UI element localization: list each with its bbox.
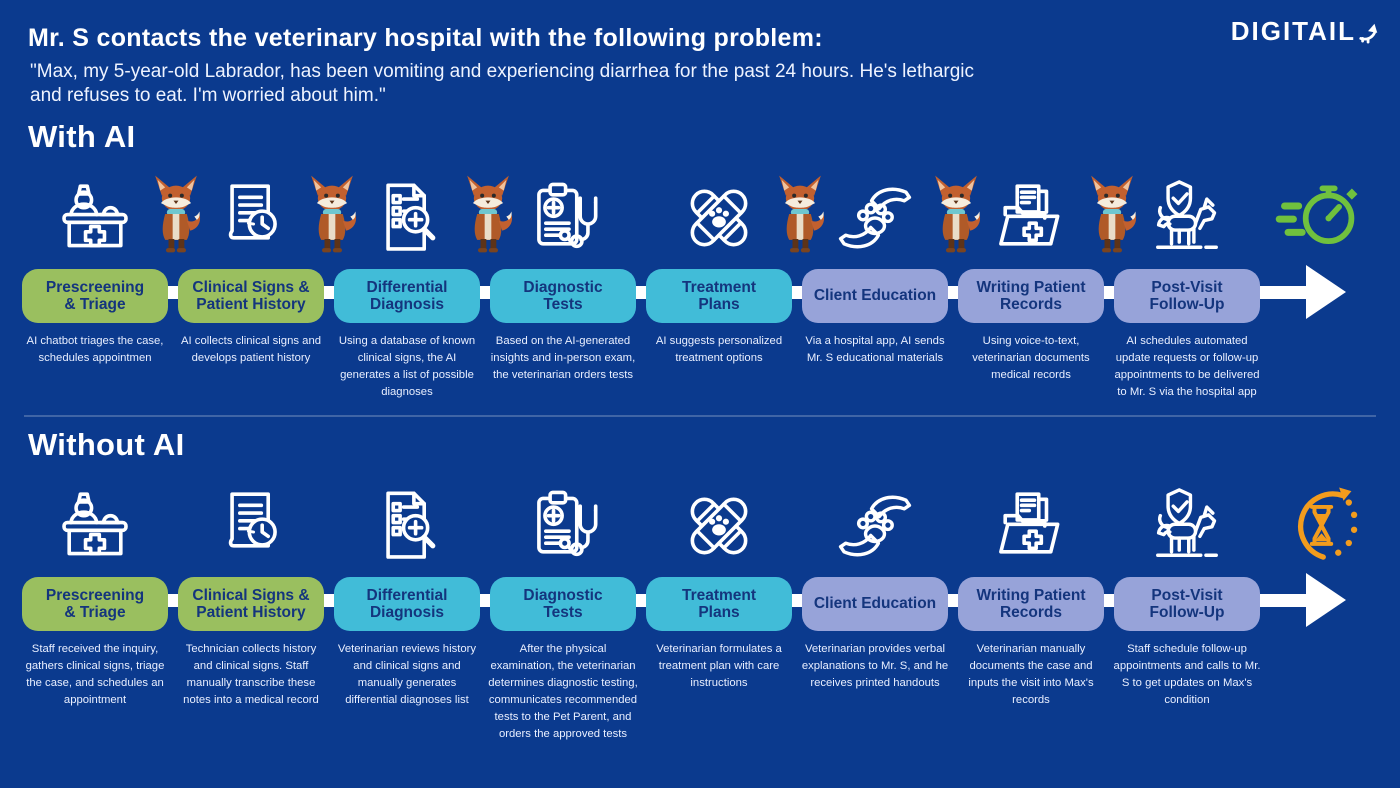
fox-mascot xyxy=(155,175,201,253)
step-post-visit-followup: Post-Visit Follow-Up AI schedules automa… xyxy=(1114,157,1260,401)
step-differential-diagnosis: Differential Diagnosis Veterinarian revi… xyxy=(334,465,480,743)
section-without-ai-title: Without AI xyxy=(28,426,185,462)
dog-shield-check-icon xyxy=(1156,488,1218,557)
step-post-visit-followup: Post-Visit Follow-Up Staff schedule foll… xyxy=(1114,465,1260,743)
fox-mascot xyxy=(311,175,357,253)
step-pill: Writing Patient Records xyxy=(958,269,1104,324)
step-description: Via a hospital app, AI sends Mr. S educa… xyxy=(805,335,945,365)
fox-mascot xyxy=(779,175,825,253)
without-ai-steps: Prescreening & Triage Staff received the… xyxy=(22,465,1378,743)
step-description: Staff schedule follow-up appointments an… xyxy=(1113,642,1261,706)
step-description: AI suggests personalized treatment optio… xyxy=(655,335,783,365)
clipboard-stethoscope-icon xyxy=(537,182,598,249)
step-description: After the physical examination, the vete… xyxy=(488,642,638,740)
step-pill: Prescreening & Triage xyxy=(22,576,168,631)
step-pill: Post-Visit Follow-Up xyxy=(1114,576,1260,631)
step-pill: Clinical Signs & Patient History xyxy=(178,576,324,631)
medical-records-folder-icon xyxy=(999,184,1060,246)
step-client-education: Client Education Veterinarian provides v… xyxy=(802,465,948,743)
step-description: Using voice-to-text, veterinarian docume… xyxy=(972,335,1090,381)
with-ai-steps: Prescreening & Triage AI chatbot triages… xyxy=(22,157,1378,401)
fast-stopwatch-icon xyxy=(1274,169,1362,257)
step-treatment-plans: Treatment Plans AI suggests personalized… xyxy=(646,157,825,401)
clipboard-stethoscope-icon xyxy=(537,490,598,557)
checklist-magnifier-icon xyxy=(364,175,450,261)
step-description: AI chatbot triages the case, schedules a… xyxy=(26,335,164,365)
step-writing-records: Writing Patient Records Using voice-to-t… xyxy=(958,157,1137,401)
client-quote: "Max, my 5-year-old Labrador, has been v… xyxy=(30,60,974,107)
step-pill: Clinical Signs & Patient History xyxy=(178,269,324,324)
with-ai-timeline: Prescreening & Triage AI chatbot triages… xyxy=(22,157,1378,401)
step-description: Veterinarian provides verbal explanation… xyxy=(801,642,949,689)
step-diagnostic-tests: Diagnostic Tests Based on the AI-generat… xyxy=(490,157,636,401)
step-clinical-signs: Clinical Signs & Patient History Technic… xyxy=(178,465,324,743)
reception-desk-icon xyxy=(62,492,128,556)
bandages-paw-icon xyxy=(685,492,753,560)
step-pill: Differential Diagnosis xyxy=(334,269,480,324)
step-pill: Client Education xyxy=(802,269,948,324)
reception-desk-icon xyxy=(62,184,128,248)
step-pill: Post-Visit Follow-Up xyxy=(1114,269,1260,324)
step-client-education: Client Education Via a hospital app, AI … xyxy=(802,157,981,401)
step-pill: Diagnostic Tests xyxy=(490,269,636,324)
medical-records-folder-icon xyxy=(999,492,1060,554)
section-divider xyxy=(24,414,1376,417)
step-pill: Prescreening & Triage xyxy=(22,269,168,324)
fox-mascot xyxy=(467,175,513,253)
step-description: Veterinarian manually documents the case… xyxy=(968,642,1094,706)
step-differential-diagnosis: Differential Diagnosis Using a database … xyxy=(334,157,513,401)
step-description: Veterinarian reviews history and clinica… xyxy=(337,642,477,706)
step-writing-records: Writing Patient Records Veterinarian man… xyxy=(958,465,1104,743)
logo-dog-tail-icon xyxy=(1359,21,1379,43)
logo-text: DIGITAIL xyxy=(1230,16,1356,46)
step-pill: Diagnostic Tests xyxy=(490,576,636,631)
step-prescreening-triage: Prescreening & Triage Staff received the… xyxy=(22,465,168,743)
step-description: AI schedules automated update requests o… xyxy=(1114,335,1260,398)
timeline-arrowhead-icon xyxy=(1306,572,1346,627)
dog-shield-check-icon xyxy=(1156,180,1218,250)
step-prescreening-triage: Prescreening & Triage AI chatbot triages… xyxy=(22,157,201,401)
step-pill: Treatment Plans xyxy=(646,576,792,631)
step-description: Based on the AI-generated insights and i… xyxy=(490,335,636,381)
step-pill: Differential Diagnosis xyxy=(334,576,480,631)
step-diagnostic-tests: Diagnostic Tests After the physical exam… xyxy=(488,465,638,743)
step-pill: Treatment Plans xyxy=(646,269,792,324)
fox-mascot xyxy=(1091,175,1137,253)
section-without-ai: Without AI Prescreening & Triage Staff r… xyxy=(0,427,1400,743)
step-clinical-signs: Clinical Signs & Patient History AI coll… xyxy=(178,157,357,401)
page-title: Mr. S contacts the veterinary hospital w… xyxy=(28,24,823,52)
step-pill: Client Education xyxy=(802,576,948,631)
checklist-magnifier-icon xyxy=(364,483,450,569)
section-with-ai-title: With AI xyxy=(28,119,136,155)
step-description: AI collects clinical signs and develops … xyxy=(180,335,322,365)
document-history-clock-icon xyxy=(228,492,277,548)
timeline-arrowhead-icon xyxy=(1306,265,1346,320)
step-pill: Writing Patient Records xyxy=(958,576,1104,631)
hands-paw-icon xyxy=(838,187,912,249)
document-history-clock-icon xyxy=(228,184,277,240)
slow-hourglass-icon xyxy=(1274,477,1362,565)
step-description: Technician collects history and clinical… xyxy=(183,642,319,706)
step-description: Staff received the inquiry, gathers clin… xyxy=(25,642,165,706)
section-with-ai: With AI Prescreening & Triage AI chatbot… xyxy=(0,119,1400,401)
without-ai-timeline: Prescreening & Triage Staff received the… xyxy=(22,465,1378,743)
digitail-logo: DIGITAIL xyxy=(1231,16,1380,47)
step-treatment-plans: Treatment Plans Veterinarian formulates … xyxy=(646,465,792,743)
step-description: Using a database of known clinical signs… xyxy=(338,335,476,398)
step-description: Veterinarian formulates a treatment plan… xyxy=(656,642,782,689)
header: Mr. S contacts the veterinary hospital w… xyxy=(0,0,1400,109)
bandages-paw-icon xyxy=(685,184,753,252)
hands-paw-icon xyxy=(838,495,912,557)
fox-mascot xyxy=(935,175,981,253)
